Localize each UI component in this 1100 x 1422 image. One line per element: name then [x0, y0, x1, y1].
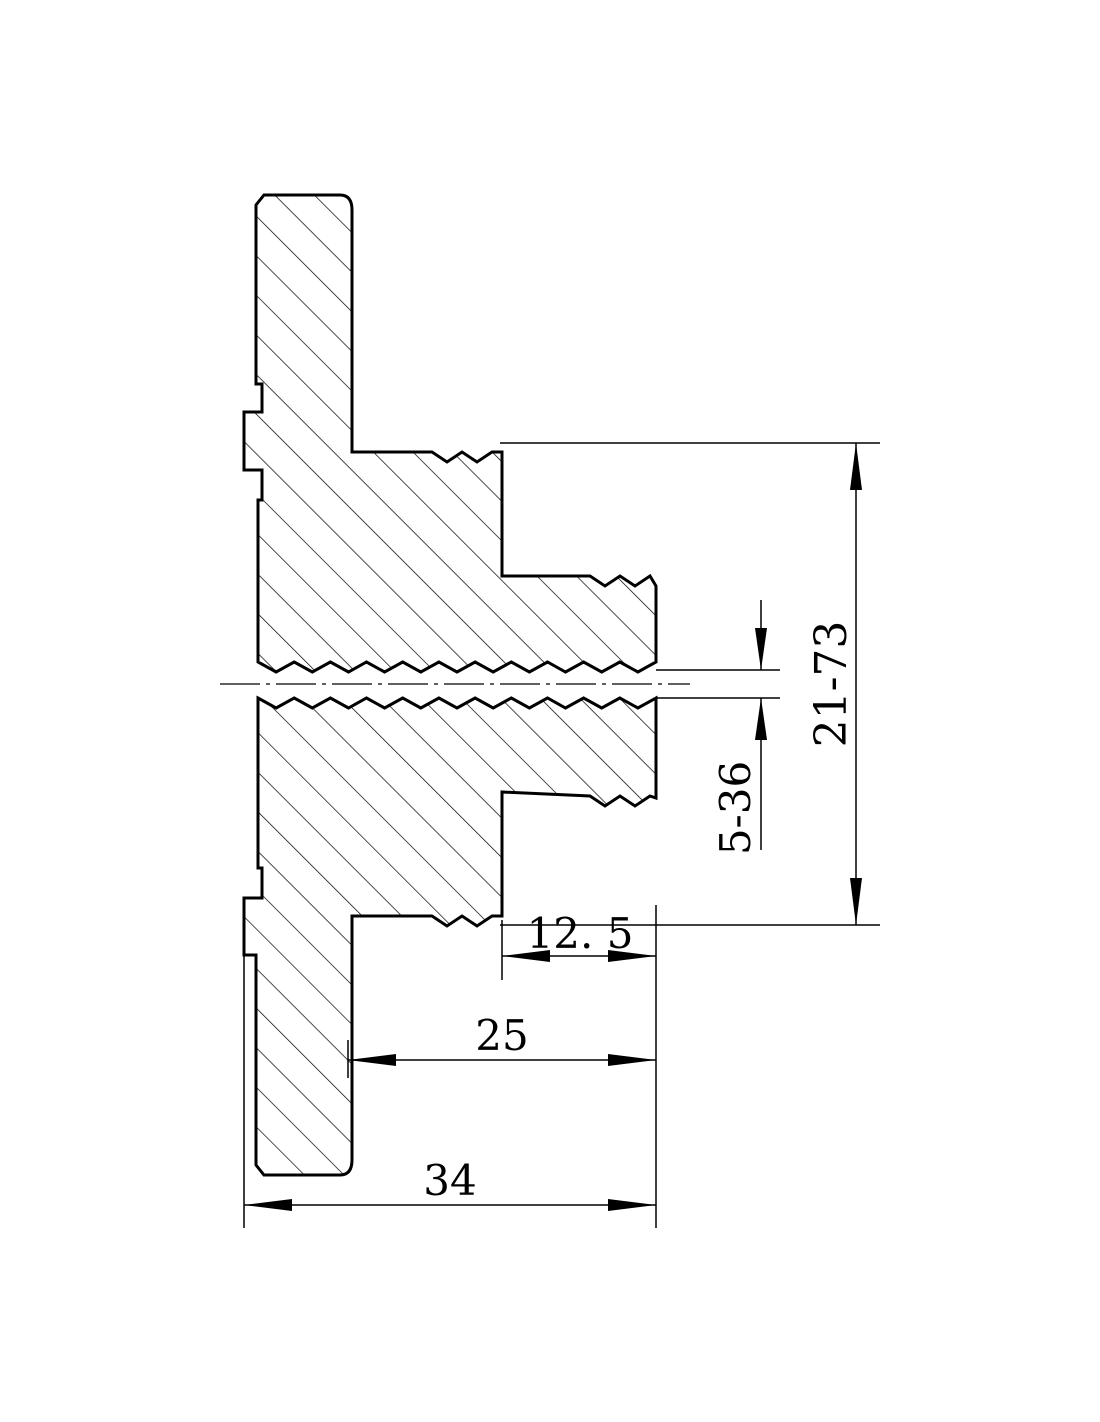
- dimension-5-36-arrow-top: [755, 628, 767, 670]
- dimension-5-36-label: 5-36: [711, 761, 760, 855]
- dimension-34-label: 34: [423, 1156, 476, 1205]
- dimension-12-5-label: 12. 5: [527, 909, 634, 958]
- section-body-lower: [242, 695, 658, 1177]
- dimension-21-73-label: 21-73: [806, 621, 857, 748]
- dimension-5-36-arrow-bottom: [755, 698, 767, 740]
- section-body-upper: [242, 193, 658, 674]
- dimension-25: [348, 1054, 656, 1066]
- dimension-25-label: 25: [475, 1011, 528, 1060]
- dimension-12-5: [502, 950, 656, 962]
- dimension-21-73: [850, 443, 862, 925]
- dimension-34: [244, 1199, 656, 1211]
- extension-lines: [243, 442, 880, 1228]
